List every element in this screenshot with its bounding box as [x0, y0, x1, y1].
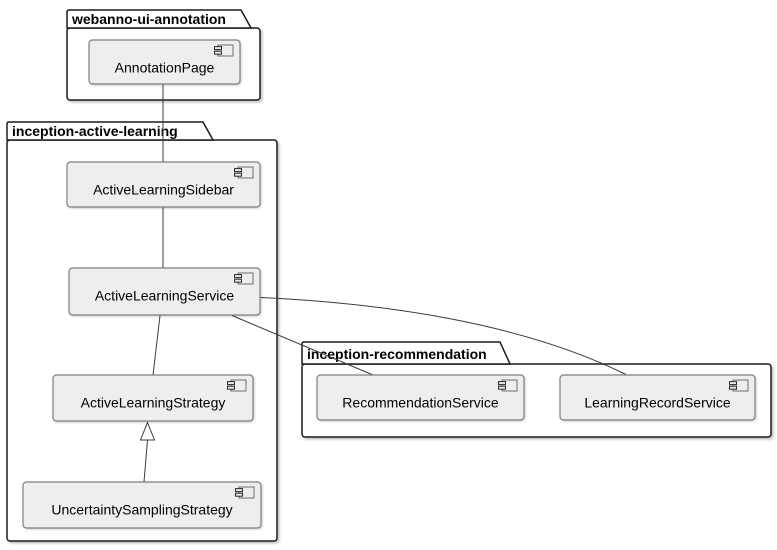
package-tab — [66, 9, 253, 29]
edge-uncertaintysamplingstrategy-activelearningstrategy — [143, 439, 148, 483]
component-box — [88, 39, 241, 85]
package-label: inception-active-learning — [12, 123, 178, 139]
component-icon — [498, 379, 518, 392]
component-activelearningservice: ActiveLearningService — [68, 267, 261, 316]
component-uncertaintysamplingstrategy: UncertaintySamplingStrategy — [22, 481, 262, 529]
component-box — [559, 374, 756, 421]
component-activelearningstrategy: ActiveLearningStrategy — [52, 374, 254, 422]
relations — [139, 84, 627, 483]
component-annotationpage: AnnotationPage — [88, 39, 241, 85]
component-icon — [214, 44, 234, 57]
component-recommendationservice: RecommendationService — [316, 374, 525, 421]
component-label: UncertaintySamplingStrategy — [51, 502, 232, 518]
component-box — [66, 161, 261, 208]
component-icon — [234, 166, 254, 179]
component-label: RecommendationService — [342, 395, 499, 411]
edge-activelearningservice-activelearningstrategy — [152, 315, 161, 376]
component-icon — [227, 379, 247, 392]
component-label: ActiveLearningService — [95, 288, 235, 304]
component-label: ActiveLearningSidebar — [93, 182, 234, 198]
component-icon — [729, 379, 749, 392]
component-label: LearningRecordService — [584, 395, 731, 411]
edge-activelearningservice-recommendationservice — [231, 315, 374, 376]
package-tab — [301, 341, 512, 365]
edge-activelearningservice-learningrecordservice — [259, 297, 627, 375]
component-box — [68, 267, 261, 316]
component-box — [22, 481, 262, 529]
package-tab — [6, 121, 215, 141]
component-box — [316, 374, 525, 421]
component-activelearningsidebar: ActiveLearningSidebar — [66, 161, 261, 208]
package-label: webanno-ui-annotation — [71, 11, 226, 27]
component-icon — [235, 486, 255, 499]
component-label: AnnotationPage — [115, 60, 215, 76]
package-label: inception-recommendation — [307, 346, 487, 362]
component-box — [52, 374, 254, 422]
component-icon — [234, 272, 254, 285]
package-inception-active-learning: inception-active-learning — [6, 121, 278, 542]
generalization-arrowhead — [139, 421, 156, 441]
component-learningrecordservice: LearningRecordService — [559, 374, 756, 421]
component-label: ActiveLearningStrategy — [81, 395, 226, 411]
